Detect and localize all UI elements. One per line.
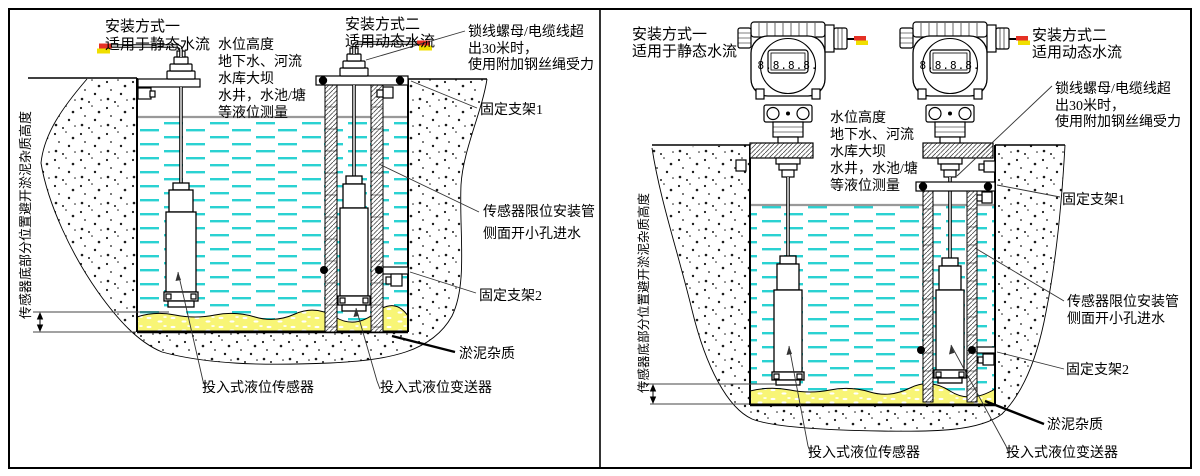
label-method1: 安装方式一 [632,26,707,43]
level-sensor [771,255,805,386]
tube-top-plate [315,75,409,86]
label-usage-2: 地下水、河流 [830,127,914,143]
label-depth-note: 传感器底部分位置避开淤泥杂质高度 [18,111,33,319]
label-cable-note-2: 出30米时， [1055,98,1125,114]
label-usage-4: 水井，水池/塘 [218,88,306,104]
mounting-plate [749,142,814,159]
label-cable-note-3: 使用附加钢丝绳受力 [1055,113,1181,130]
ground-concrete [652,145,1065,432]
leader-lines-right [786,85,1065,455]
label-method2-sub: 适用动态水流 [345,33,435,50]
excavation-curve [651,144,1066,432]
ground-concrete [41,78,487,365]
ground-line [28,77,487,80]
label-bracket1: 固定支架1 [480,102,543,118]
lcd-display-1: 8.8.8.8. [758,59,819,72]
tube-wall-left [922,190,934,403]
label-sludge: 淤泥杂质 [459,346,515,362]
label-method2-sub: 适用动态水流 [1032,44,1122,61]
label-usage-4: 水井，水池/塘 [830,161,918,177]
label-usage-1: 水位高度 [218,36,274,53]
pit-walls [136,78,409,332]
label-bracket2: 固定支架2 [479,288,542,304]
label-tube-note-1: 传感器限位安装管 [483,203,595,220]
dimension-right [640,383,777,405]
label-sludge: 淤泥杂质 [1047,417,1103,433]
mounting-plate [922,142,994,159]
label-method1: 安装方式一 [105,18,180,35]
bracket2-bar [382,266,409,275]
level-transmitter-probe [337,175,371,312]
tube-wall-right [966,190,978,403]
cable-gland [339,67,369,77]
label-cable-note-1: 锁线螺母/电缆线超 [468,24,584,40]
label-sensor: 投入式液位传感器 [808,444,920,461]
label-depth-note: 传感器底部分位置避开淤泥杂质高度 [636,193,651,394]
sludge-layer [749,383,996,405]
label-cable-note-3: 使用附加钢丝绳受力 [468,56,594,73]
method2-assembly [315,40,432,333]
label-usage-2: 地下水、河流 [218,54,302,70]
smart-transmitter-2 [899,21,1031,147]
label-method2: 安装方式二 [1032,27,1107,44]
excavation-curve [40,78,488,365]
label-tube-note-2: 侧面开小孔进水 [1067,311,1165,327]
label-transmitter: 投入式液位变送器 [1006,445,1118,461]
label-usage-5: 等液位测量 [830,177,900,194]
label-method1-sub: 适用于静态水流 [105,36,210,53]
wire-red [99,43,112,49]
label-tube-note-1: 传感器限位安装管 [1067,293,1179,310]
label-tube-note-2: 侧面开小孔进水 [483,226,581,242]
label-usage-3: 水库大坝 [218,71,274,87]
label-method1-sub: 适用于静态水流 [632,43,737,60]
tube-wall-left [324,84,338,333]
panel-left: 安装方式一 适用于静态水流 水位高度 地下水、河流 水库大坝 水井，水池/塘 等… [18,16,595,396]
leader-lines-left [175,30,480,390]
label-cable-note-1: 锁线螺母/电缆线超 [1055,81,1171,97]
label-method2: 安装方式二 [345,16,420,33]
dimension-left [33,311,169,333]
bracket2-bar [976,346,996,354]
label-usage-1: 水位高度 [830,109,886,126]
label-bracket1: 固定支架1 [1062,192,1125,208]
wire-yellow [419,45,432,51]
method1-assembly [97,43,201,308]
label-bracket2: 固定支架2 [1066,362,1129,378]
method2-assembly [915,142,996,403]
cable-gland [166,70,196,80]
level-transmitter-probe [933,257,967,384]
label-cable-note-2: 出30米时， [468,41,538,57]
panel-right: 8.8.8.8. 8.8.8.8. [632,21,1181,461]
level-sensor [163,182,199,308]
label-sensor: 投入式液位传感器 [202,379,314,396]
label-usage-5: 等液位测量 [218,104,288,121]
label-usage-3: 水库大坝 [830,144,886,160]
lcd-display-2: 8.8.8.8. [920,59,981,72]
tube-top-plate [915,181,996,192]
tube-wall-right [370,84,384,333]
wire-yellow [97,48,110,54]
label-transmitter: 投入式液位变送器 [380,380,492,396]
method1-assembly [735,142,814,386]
